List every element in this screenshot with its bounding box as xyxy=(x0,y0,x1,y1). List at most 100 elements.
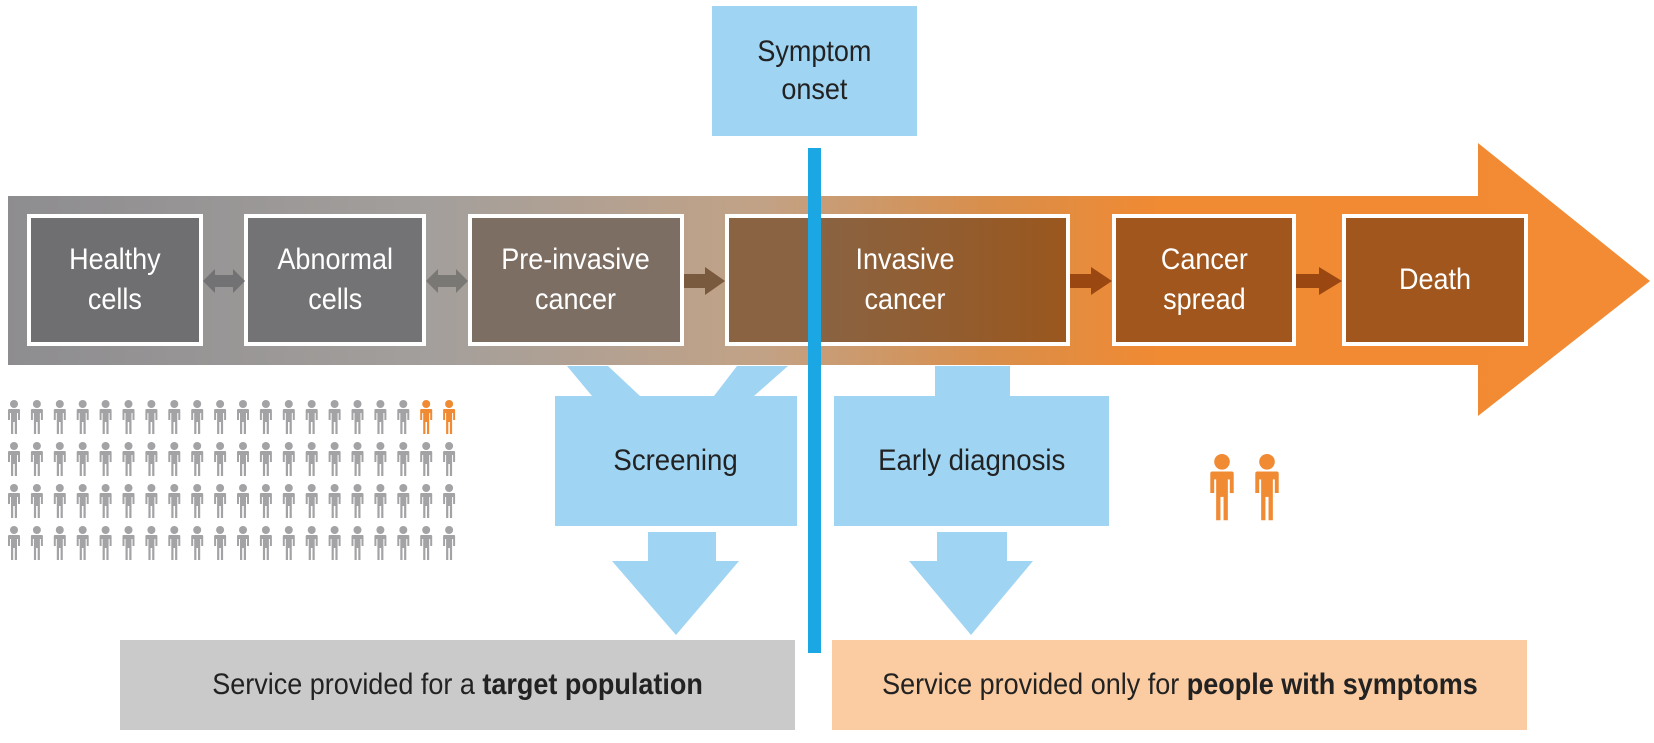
early-diagnosis-down arrow xyxy=(909,532,1033,635)
person-icon xyxy=(122,484,135,518)
person-icon xyxy=(168,526,181,560)
person-icon xyxy=(237,442,249,476)
person-icon xyxy=(328,400,341,434)
early-diagnosis-connector xyxy=(935,366,1010,396)
early-diagnosis-box: Early diagnosis xyxy=(834,396,1109,526)
person-icon xyxy=(259,442,272,476)
person-icon xyxy=(30,400,43,434)
person-icon xyxy=(191,526,204,560)
person-icon-symptomatic xyxy=(1255,454,1279,521)
person-icon xyxy=(420,442,433,476)
stage-invasive-cancer: Invasive cancer xyxy=(816,214,1070,346)
symptomatic-people-text: Service provided only for people with sy… xyxy=(882,668,1478,702)
person-icon xyxy=(99,400,112,434)
person-icon xyxy=(53,442,66,476)
symptom-onset-label: Symptom onset xyxy=(757,35,872,106)
person-icon xyxy=(99,484,112,518)
person-icon xyxy=(420,484,433,518)
person-icon xyxy=(191,442,204,476)
person-icon xyxy=(30,526,43,560)
stage-cancer-spread: Cancer spread xyxy=(1112,214,1296,346)
symptomatic-people-prefix: Service provided only for xyxy=(881,668,1187,701)
person-icon xyxy=(76,484,89,518)
person-icon xyxy=(30,442,43,476)
person-icon xyxy=(8,400,20,434)
person-icon xyxy=(8,484,20,518)
person-icon xyxy=(8,442,20,476)
person-icon xyxy=(168,400,181,434)
symptomatic-people-bar: Service provided only for people with sy… xyxy=(832,640,1527,730)
person-icon xyxy=(305,442,318,476)
population-pictogram xyxy=(8,400,456,560)
person-icon xyxy=(374,526,387,560)
symptom-onset-box: Symptom onset xyxy=(712,6,917,136)
person-icon xyxy=(214,484,227,518)
person-icon xyxy=(191,400,204,434)
person-icon xyxy=(351,526,364,560)
person-icon xyxy=(214,526,227,560)
person-icon xyxy=(76,400,89,434)
person-icon xyxy=(374,442,387,476)
person-icon xyxy=(214,400,227,434)
person-icon xyxy=(99,526,112,560)
person-icon xyxy=(76,526,89,560)
person-icon xyxy=(76,442,89,476)
target-population-bar: Service provided for a target population xyxy=(120,640,795,730)
person-icon xyxy=(328,484,341,518)
screening-box: Screening xyxy=(555,396,797,526)
person-icon xyxy=(374,400,387,434)
person-icon xyxy=(122,400,135,434)
person-icon xyxy=(259,484,272,518)
person-icon xyxy=(397,442,410,476)
person-icon xyxy=(191,484,204,518)
person-icon xyxy=(305,526,318,560)
person-icon xyxy=(305,400,318,434)
person-icon xyxy=(328,442,341,476)
person-icon-symptomatic xyxy=(1210,454,1234,521)
person-icon xyxy=(259,400,272,434)
person-icon xyxy=(168,442,181,476)
symptom-onset-divider xyxy=(808,148,821,653)
person-icon-affected xyxy=(420,400,433,434)
person-icon xyxy=(305,484,318,518)
person-icon xyxy=(237,526,249,560)
person-icon xyxy=(145,526,158,560)
person-icon xyxy=(30,484,43,518)
person-icon xyxy=(443,484,456,518)
stage-abnormal-cells: Abnormal cells xyxy=(244,214,426,346)
screening-down-arrow xyxy=(612,532,739,635)
person-icon xyxy=(351,484,364,518)
person-icon xyxy=(282,442,295,476)
symptomatic-people-pictogram xyxy=(1210,454,1279,521)
person-icon xyxy=(53,484,66,518)
person-icon xyxy=(8,526,20,560)
person-icon xyxy=(328,526,341,560)
early-diagnosis-label: Early diagnosis xyxy=(877,444,1066,477)
person-icon xyxy=(145,442,158,476)
screening-label: Screening xyxy=(613,444,739,477)
person-icon xyxy=(397,484,410,518)
person-icon xyxy=(282,526,295,560)
stage-death: Death xyxy=(1342,214,1528,346)
stage-pre-invasive-cancer: Pre-invasive cancer xyxy=(468,214,684,346)
person-icon xyxy=(443,526,456,560)
target-population-bold: target population xyxy=(482,668,703,701)
person-icon-affected xyxy=(443,400,456,434)
symptomatic-people-bold: people with symptoms xyxy=(1186,668,1478,701)
person-icon xyxy=(374,484,387,518)
person-icon xyxy=(53,400,66,434)
screening-connector-left xyxy=(567,366,640,396)
person-icon xyxy=(122,442,135,476)
screening-connector-right xyxy=(714,366,788,396)
person-icon xyxy=(99,442,112,476)
target-population-text: Service provided for a target population xyxy=(212,668,703,702)
person-icon xyxy=(282,400,295,434)
person-icon xyxy=(259,526,272,560)
stage-healthy-cells: Healthy cells xyxy=(27,214,203,346)
person-icon xyxy=(397,526,410,560)
person-icon xyxy=(351,400,364,434)
person-icon xyxy=(237,484,249,518)
person-icon xyxy=(168,484,181,518)
person-icon xyxy=(53,526,66,560)
